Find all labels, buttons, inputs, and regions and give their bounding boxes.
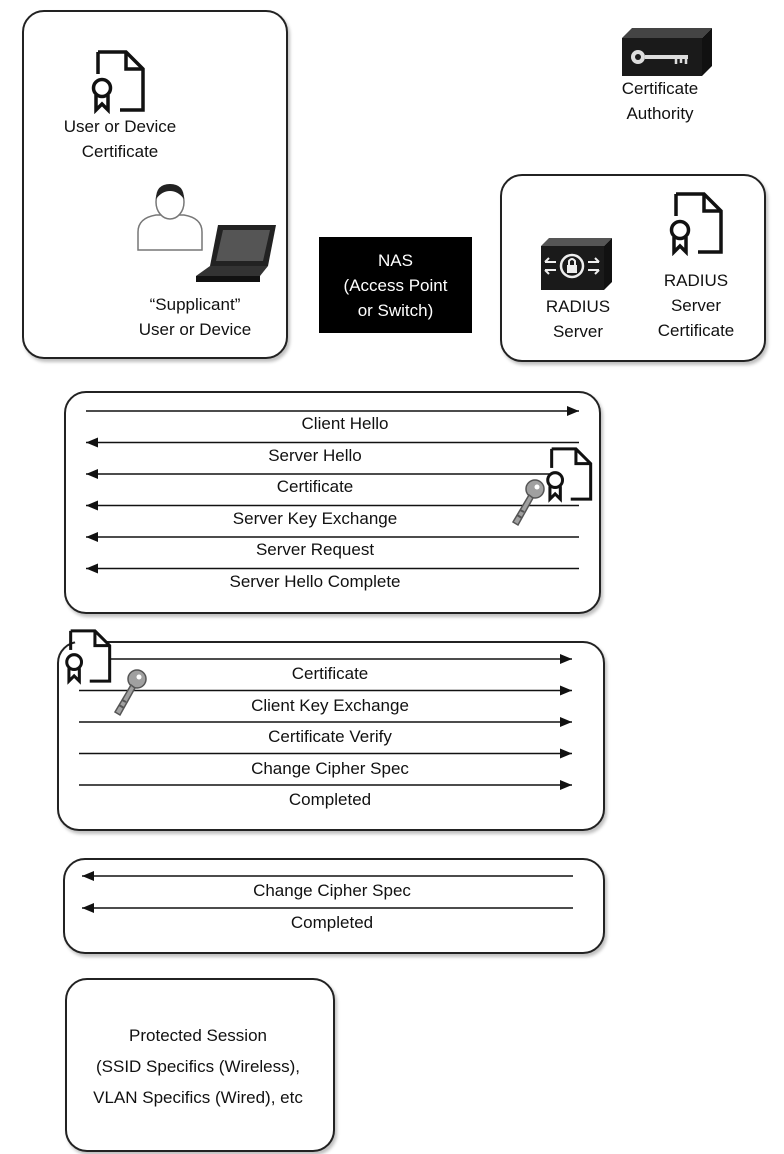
supplicant-panel <box>22 10 288 359</box>
radius-certificate-icon <box>669 192 723 256</box>
user-certificate-label-line1: User or Device <box>63 117 177 136</box>
client-key-icon <box>113 669 147 717</box>
certificate-authority-label: Certificate Authority <box>580 76 740 126</box>
radius-certificate-label: RADIUS Server Certificate <box>636 268 756 343</box>
protected-session-panel <box>65 978 335 1152</box>
server-hello-group <box>64 391 601 614</box>
protected-session-text: Protected Session (SSID Specifics (Wirel… <box>65 1020 331 1113</box>
certificate-authority-line1: Certificate <box>621 79 699 98</box>
supplicant-label-line2: User or Device <box>138 320 252 339</box>
radius-panel <box>500 174 766 362</box>
client-response-message-4: Change Cipher Spec <box>251 759 409 778</box>
client-response-message-5: Completed <box>288 790 372 809</box>
server-hello-message-5: Server Request <box>255 540 375 559</box>
server-key-icon <box>511 479 545 527</box>
radius-server-icon <box>541 238 612 290</box>
server-certificate-icon <box>546 447 593 503</box>
radius-server-line2: Server <box>552 322 604 341</box>
server-hello-message-6: Server Hello Complete <box>229 572 401 591</box>
user-person-icon <box>137 184 203 251</box>
supplicant-label: “Supplicant” User or Device <box>115 292 275 342</box>
user-certificate-icon <box>91 50 145 114</box>
server-finish-message-1: Change Cipher Spec <box>253 881 411 900</box>
protected-session-line1: Protected Session <box>129 1026 267 1045</box>
certificate-authority-line2: Authority <box>626 104 694 123</box>
server-hello-message-1: Client Hello <box>301 414 389 433</box>
server-hello-message-2: Server Hello <box>268 446 362 465</box>
client-response-message-3: Certificate Verify <box>268 727 392 746</box>
certificate-authority-safe-icon <box>622 28 712 76</box>
radius-certificate-line3: Certificate <box>657 321 735 340</box>
server-hello-message-4: Server Key Exchange <box>232 509 398 528</box>
user-certificate-label: User or Device Certificate <box>40 114 200 164</box>
server-finish-group <box>63 858 605 954</box>
client-certificate-icon <box>65 629 112 685</box>
protected-session-line3: VLAN Specifics (Wired), etc <box>93 1088 303 1107</box>
radius-certificate-line2: Server <box>670 296 722 315</box>
client-response-group <box>57 641 605 831</box>
nas-line3: or Switch) <box>357 300 434 320</box>
nas-block: NAS (Access Point or Switch) <box>319 237 472 333</box>
nas-line2: (Access Point <box>343 275 448 295</box>
server-finish-message-2: Completed <box>290 913 374 932</box>
radius-server-line1: RADIUS <box>545 297 611 316</box>
client-response-message-2: Client Key Exchange <box>251 696 409 715</box>
supplicant-label-line1: “Supplicant” <box>149 295 241 314</box>
radius-certificate-line1: RADIUS <box>663 271 729 290</box>
protected-session-line2: (SSID Specifics (Wireless), <box>95 1057 301 1076</box>
user-certificate-label-line2: Certificate <box>81 142 159 161</box>
nas-line1: NAS <box>378 250 413 270</box>
laptop-icon <box>196 225 276 282</box>
server-hello-message-3: Certificate <box>276 477 354 496</box>
client-response-message-1: Certificate <box>291 664 369 683</box>
radius-server-label: RADIUS Server <box>518 294 638 344</box>
